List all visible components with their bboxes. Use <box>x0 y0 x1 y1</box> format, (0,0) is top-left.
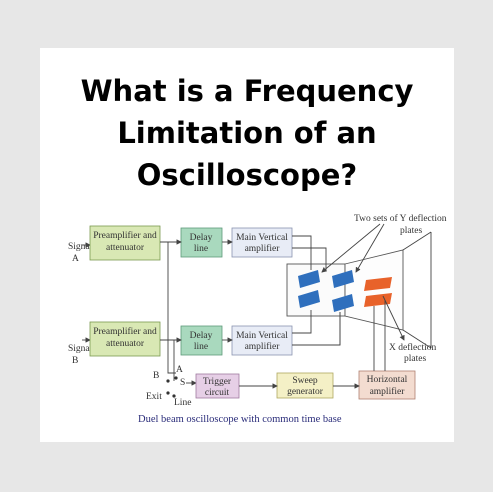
preamp-b-label-1: Preamplifier and <box>93 326 157 337</box>
delay-line-b-block: Delay line <box>180 325 223 356</box>
mainvert-a-label-2: amplifier <box>245 243 281 254</box>
preamp-b-label-2: attenuator <box>106 339 145 349</box>
horizontal-label-1: Horizontal <box>367 375 408 385</box>
title-line-1: What is a Frequency <box>80 74 414 108</box>
switch-label-a: A <box>176 365 183 375</box>
y-plates-label-2: plates <box>400 226 422 236</box>
preamp-a-block: Preamplifier and attenuator <box>89 225 161 261</box>
sweep-label-1: Sweep <box>292 376 318 386</box>
preamp-a-label-1: Preamplifier and <box>93 230 157 241</box>
preamp-b-block: Preamplifier and attenuator <box>89 321 161 357</box>
signal-a-label-2: A <box>72 254 79 264</box>
sweep-generator-block: Sweep generator <box>276 372 334 399</box>
switch-label-exit: Exit <box>146 392 162 402</box>
switch-label-s: S <box>180 378 185 388</box>
crt-tube <box>286 231 432 349</box>
y-plates-label-1: Two sets of Y deflection <box>354 213 447 224</box>
trigger-label-1: Trigger <box>203 377 232 387</box>
signal-b-label-1: Signal <box>68 344 93 354</box>
sweep-label-2: generator <box>287 387 324 397</box>
y-deflection-plates <box>298 270 354 312</box>
page-title: What is a Frequency Limitation of an Osc… <box>40 70 454 196</box>
title-line-2: Limitation of an <box>117 116 377 150</box>
horizontal-label-2: amplifier <box>370 386 406 397</box>
main-vertical-b-block: Main Vertical amplifier <box>231 325 293 356</box>
signal-b-label-2: B <box>72 356 78 366</box>
switch-label-b: B <box>153 371 159 381</box>
delay-b-label-2: line <box>194 342 208 352</box>
x-plates-label-2: plates <box>404 354 426 364</box>
delay-b-label-1: Delay <box>190 331 213 341</box>
main-vertical-a-block: Main Vertical amplifier <box>231 227 293 258</box>
signal-a-label-1: Signal <box>68 242 93 252</box>
preamp-a-label-2: attenuator <box>106 243 145 253</box>
x-plates-label-1: X deflection <box>389 342 436 353</box>
horizontal-amplifier-block: Horizontal amplifier <box>358 370 416 400</box>
trigger-circuit-block: Trigger circuit <box>195 373 240 399</box>
diagram-caption: Duel beam oscilloscope with common time … <box>138 414 342 425</box>
mainvert-b-label-1: Main Vertical <box>236 331 288 341</box>
mainvert-a-label-1: Main Vertical <box>236 233 288 243</box>
title-line-3: Oscilloscope? <box>136 158 358 192</box>
trigger-label-2: circuit <box>205 388 230 398</box>
delay-line-a-block: Delay line <box>180 227 223 258</box>
delay-a-label-2: line <box>194 244 208 254</box>
mainvert-b-label-2: amplifier <box>245 341 281 352</box>
delay-a-label-1: Delay <box>190 233 213 243</box>
switch-label-line: Line <box>174 398 191 408</box>
